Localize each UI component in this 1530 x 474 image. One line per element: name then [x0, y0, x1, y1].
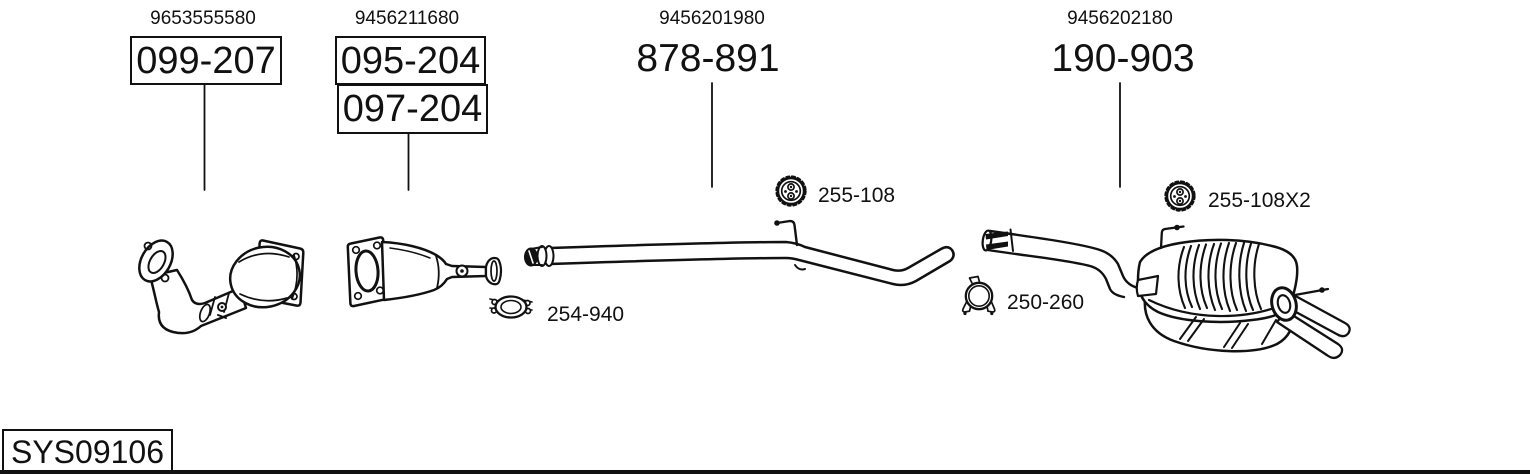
front-pipe-inlet-flange — [138, 239, 174, 283]
front-pipe-drawing — [138, 239, 305, 335]
tailpipe-lower — [1275, 309, 1344, 360]
oem-number-2: 9456211680 — [354, 8, 460, 29]
part-number-rear-muffler: 190-903 — [1051, 37, 1195, 80]
mounting-part-rear-clamp: 250-260 — [1007, 291, 1085, 314]
tailpipe-upper — [1281, 291, 1351, 338]
system-code-box: SYS09106 — [2, 429, 173, 474]
muffler-outlet-ring — [1270, 286, 1298, 322]
part-number-catalyst-a: 095-204 — [335, 36, 486, 85]
part-number-catalyst-b: 097-204 — [337, 84, 488, 134]
center-pipe-hanger-rod — [774, 219, 799, 247]
catalyst-drawing — [346, 236, 503, 308]
front-catalyst-body — [228, 245, 302, 309]
oem-number-4: 9456202180 — [1067, 8, 1173, 29]
part-number-center-pipe: 878-891 — [636, 37, 780, 80]
center-pipe-drawing — [524, 219, 955, 287]
double-bolt-clamp-icon — [489, 295, 533, 319]
center-pipe-body — [548, 240, 955, 287]
rear-muffler-drawing — [981, 224, 1351, 360]
muffler-hanger-rod-left — [1159, 224, 1185, 250]
drawing-bottom-edge — [0, 470, 1530, 474]
mounting-part-rear-hanger: 255-108X2 — [1208, 189, 1311, 212]
muffler-hanger-rod-right — [1293, 287, 1330, 297]
oem-number-3: 9456201980 — [659, 8, 765, 29]
mounting-part-center-pipe-hanger: 255-108 — [818, 184, 896, 207]
part-number-front-pipe: 099-207 — [130, 36, 282, 85]
muffler-ribs — [1177, 241, 1263, 313]
rubber-hanger-icon — [1164, 180, 1196, 212]
rubber-hanger-icon — [775, 175, 807, 207]
catalyst-body — [380, 240, 488, 302]
oem-number-1: 9653555580 — [150, 8, 256, 29]
mounting-part-front-clamp: 254-940 — [547, 303, 625, 326]
band-clamp-icon — [961, 275, 996, 316]
